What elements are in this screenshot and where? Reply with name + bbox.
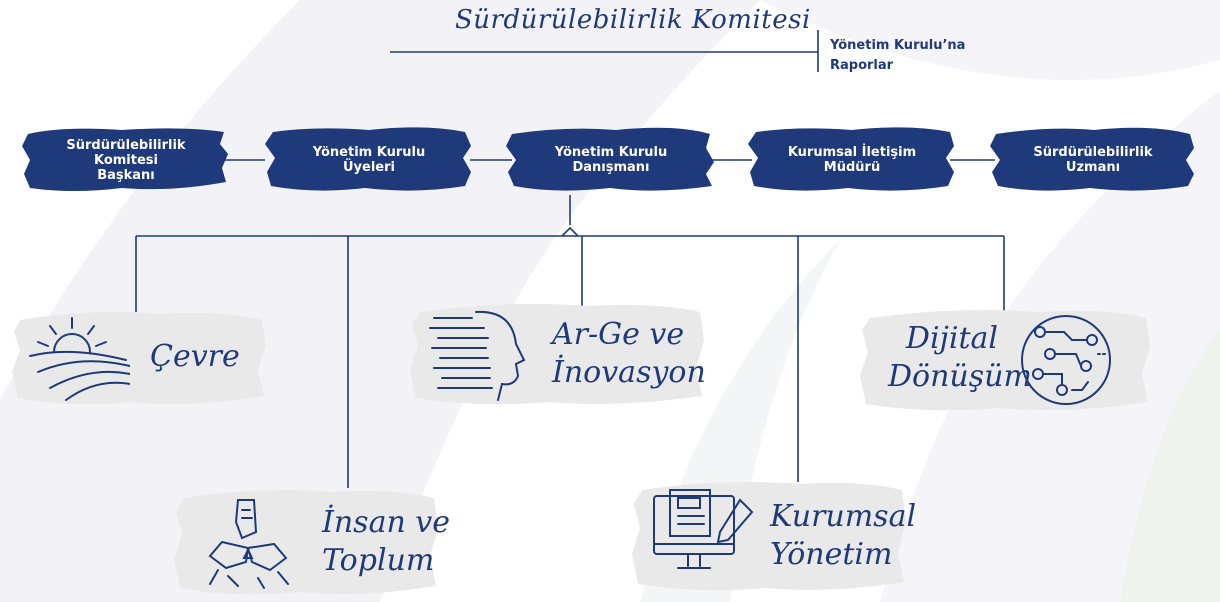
area-people-society-line-2: Toplum <box>322 543 435 578</box>
role-board-advisor-line-2: Danışmanı <box>572 160 650 175</box>
reports-to-line-2: Raporlar <box>830 58 894 73</box>
area-corporate-governance-line-1: Kurumsal <box>770 499 917 534</box>
role-board-members-line-2: Üyeleri <box>342 160 395 175</box>
role-board-members-line-1: Yönetim Kurulu <box>312 145 426 160</box>
circuit-icon <box>1021 315 1111 405</box>
sunrise-field-icon <box>29 317 130 401</box>
joined-hands-icon <box>208 499 289 589</box>
role-committee-chair-line-3: Başkanı <box>97 167 155 183</box>
area-environment-line-1: Çevre <box>150 339 240 374</box>
reports-to-note: Yönetim Kurulu’na Raporlar <box>830 36 965 76</box>
area-digital-transformation-line-1: Dijital <box>905 321 998 356</box>
role-board-advisor-line-1: Yönetim Kurulu <box>554 145 668 160</box>
document-monitor-icon <box>653 489 754 569</box>
area-people-society-line-1: İnsan ve <box>322 505 451 540</box>
role-corporate-communications-line-2: Müdürü <box>823 160 881 175</box>
role-committee-chair-line-1: Sürdürülebilirlik <box>66 137 186 153</box>
role-sustainability-specialist-line-2: Uzmanı <box>1065 160 1121 175</box>
role-corporate-communications-line-1: Kurumsal İletişim <box>787 145 917 160</box>
role-sustainability-specialist-line-1: Sürdürülebilirlik <box>1033 145 1153 160</box>
reports-to-line-1: Yönetim Kurulu’na <box>830 38 966 53</box>
ai-head-icon <box>429 310 526 401</box>
area-digital-transformation-line-2: Dönüşüm <box>888 359 1032 394</box>
committee-title: Sürdürülebilirlik Komitesi <box>455 5 811 35</box>
area-rnd-innovation-line-2: İnovasyon <box>552 355 706 390</box>
area-environment: Çevre <box>10 306 270 410</box>
area-corporate-governance-line-2: Yönetim <box>770 537 893 572</box>
role-committee-chair-line-2: Komitesi <box>93 152 158 168</box>
area-rnd-innovation-line-1: Ar-Ge ve <box>552 317 685 352</box>
